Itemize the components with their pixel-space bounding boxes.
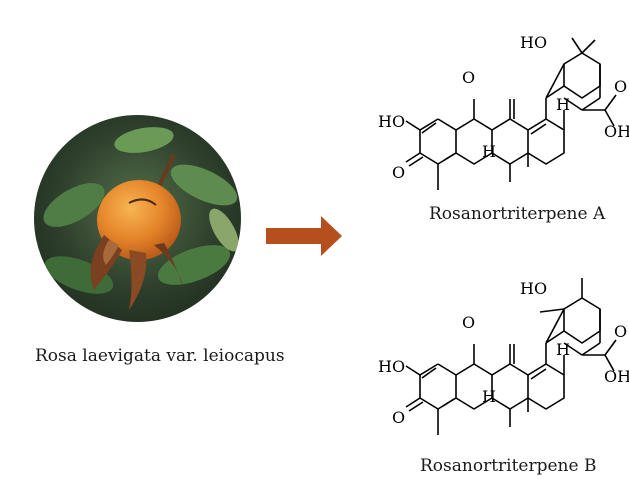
a-h2: H (556, 95, 570, 114)
b-acid-o: O (614, 322, 627, 341)
structure-b (405, 278, 617, 435)
b-enone-o: O (392, 408, 405, 427)
compound-b-name: Rosanortriterpene B (420, 456, 597, 476)
a-enone-o: O (392, 163, 405, 182)
a-acid-o: O (614, 77, 627, 96)
species-caption: Rosa laevigata var. leiocapus (35, 346, 285, 366)
a-h1: H (482, 142, 496, 161)
right-arrow-icon (266, 216, 342, 256)
a-ketone-o: O (462, 68, 475, 87)
b-ho-top: HO (520, 279, 547, 298)
a-acid-oh: OH (604, 122, 629, 141)
b-acid-oh: OH (604, 367, 629, 386)
b-ketone-o: O (462, 313, 475, 332)
b-h2: H (556, 340, 570, 359)
b-h1: H (482, 387, 496, 406)
structure-a (405, 37, 617, 190)
rosa-fruit-photo (34, 115, 241, 322)
b-ho-ring: HO (378, 357, 405, 376)
compound-a-name: Rosanortriterpene A (429, 204, 606, 224)
a-ho-ring: HO (378, 112, 405, 131)
a-ho-top: HO (520, 33, 547, 52)
